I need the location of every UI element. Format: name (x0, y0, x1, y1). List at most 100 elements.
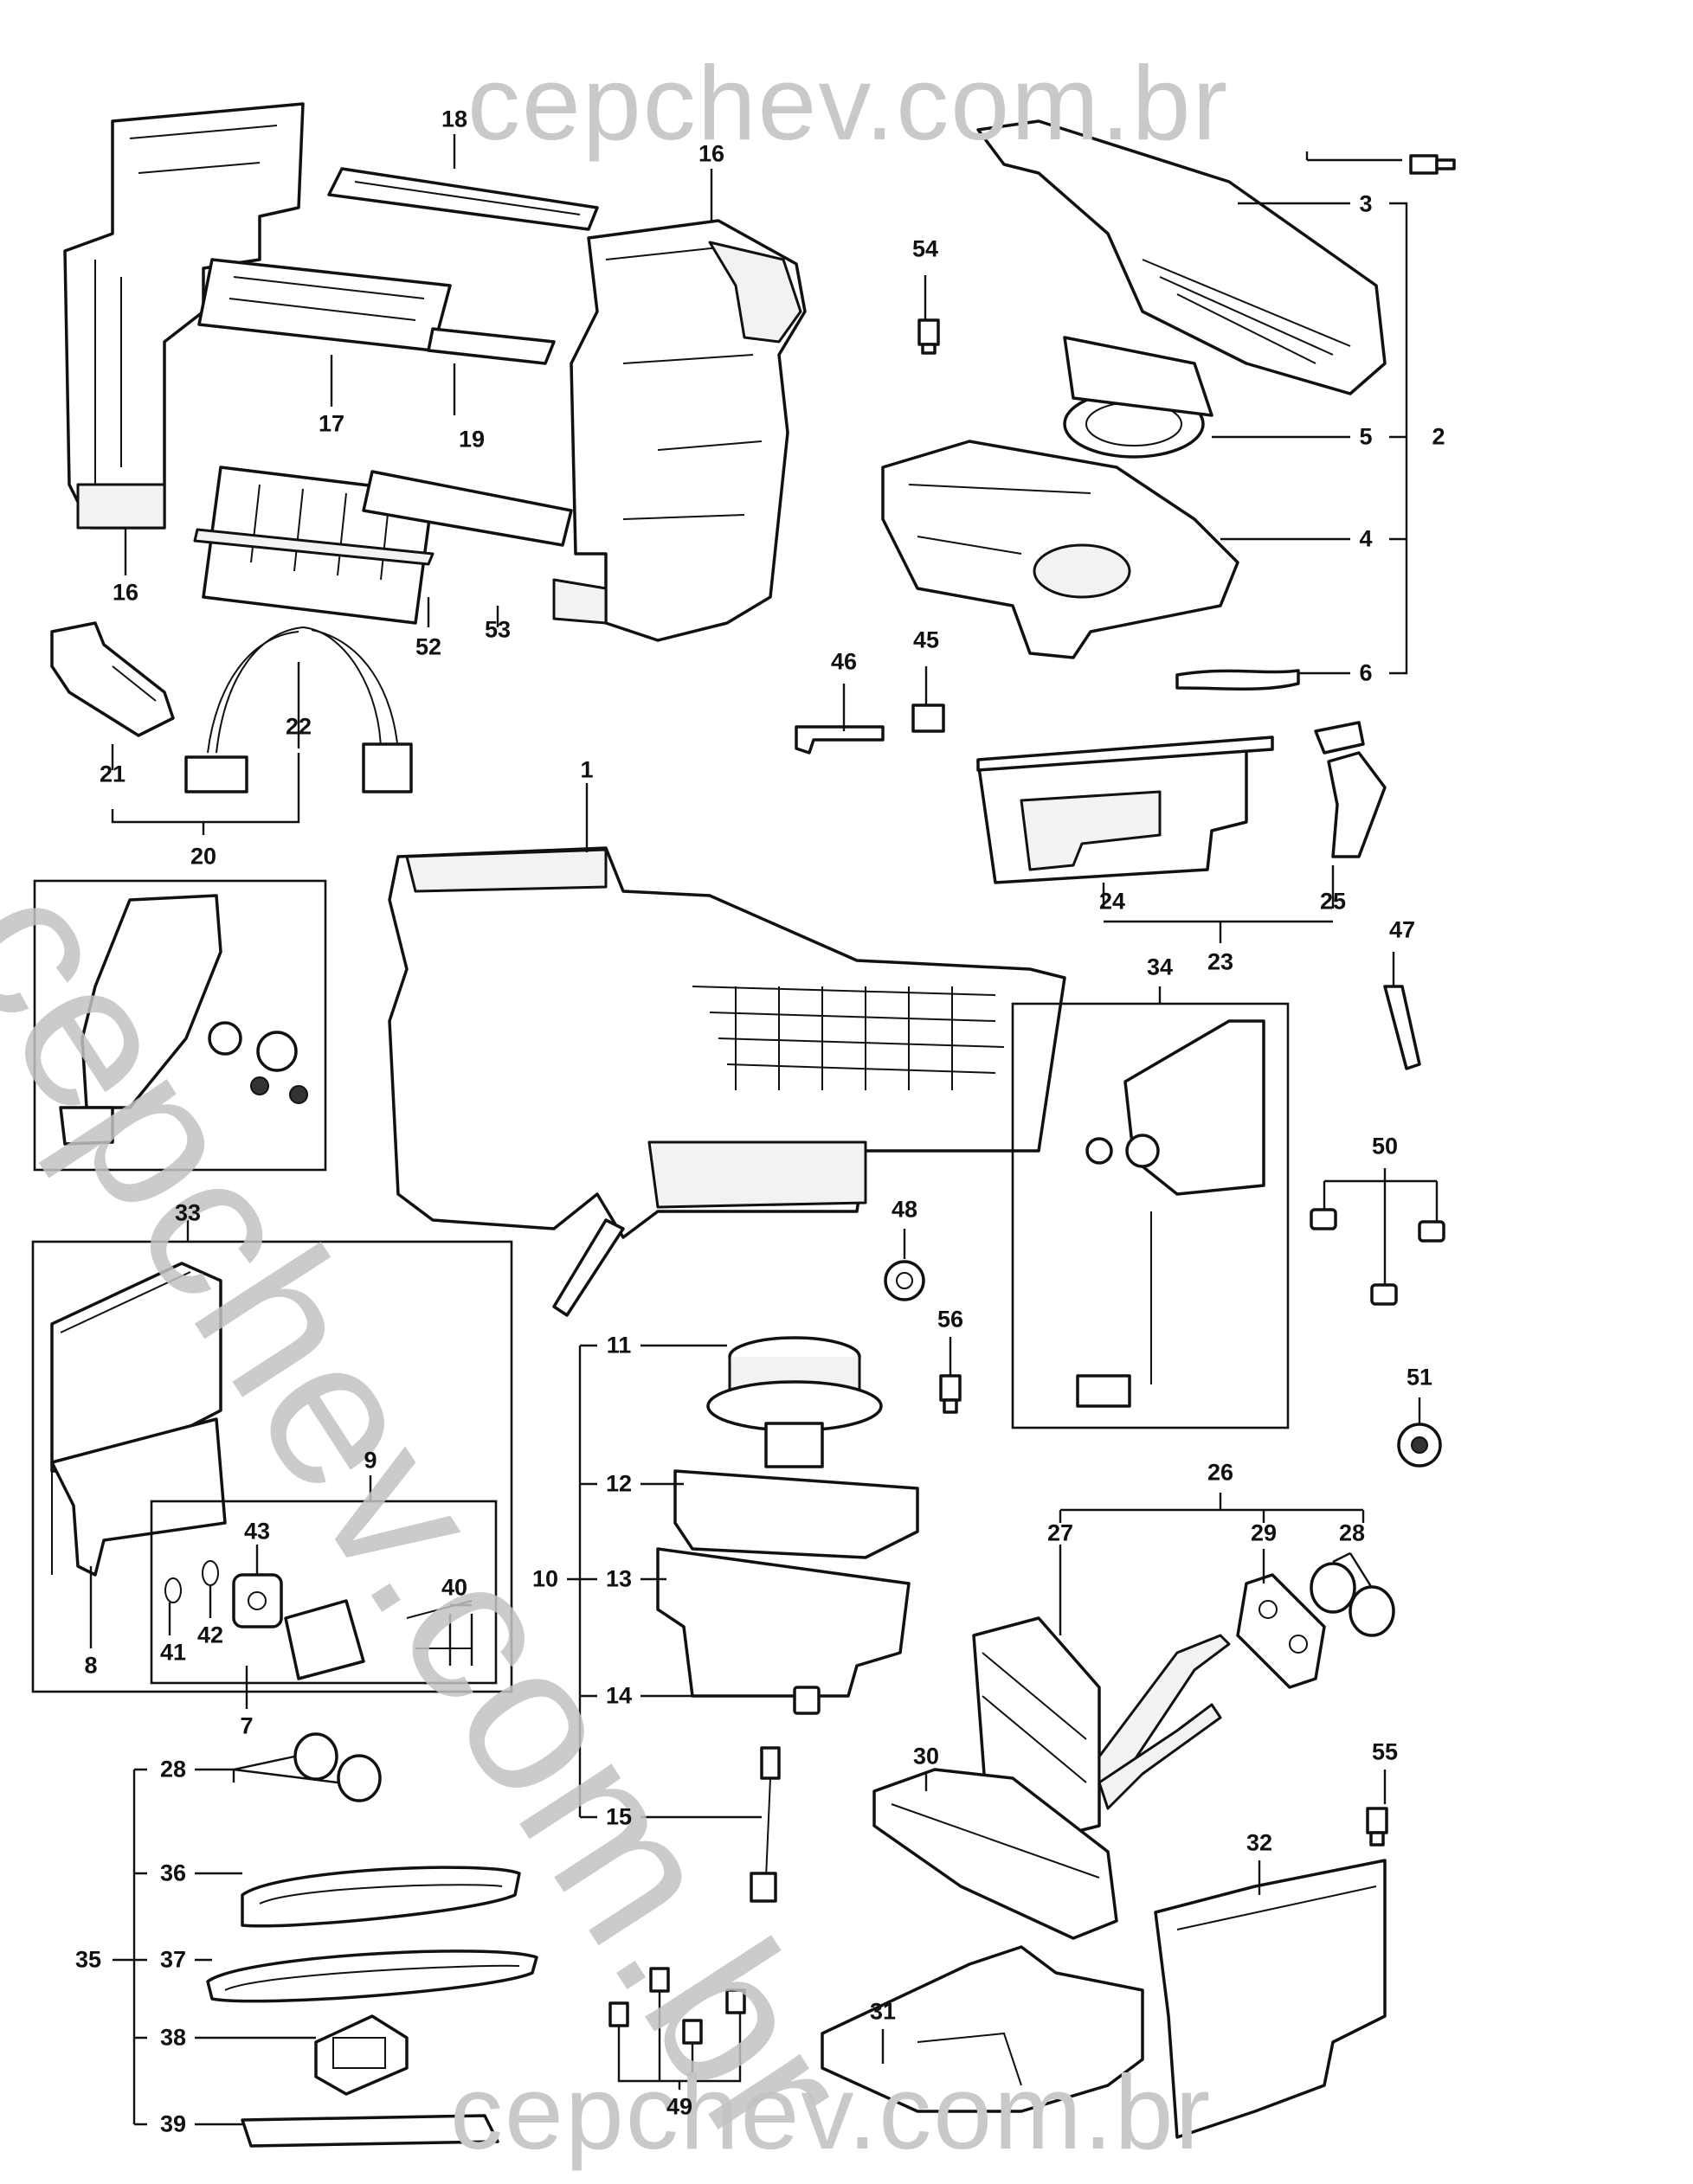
leader-lines (89, 134, 1439, 2126)
part-label-25: 25 (1319, 888, 1347, 915)
part-label-14: 14 (605, 1682, 633, 1709)
sensor-part-21 (50, 621, 175, 737)
washer-part-48 (884, 1260, 925, 1301)
part-label-32: 32 (1246, 1829, 1273, 1856)
part-label-50: 50 (1371, 1133, 1399, 1159)
part-label-24: 24 (1098, 888, 1126, 915)
part-label-36: 36 (159, 1860, 187, 1886)
clip-part-45 (911, 703, 945, 733)
part-label-1: 1 (580, 756, 594, 783)
part-label-49: 49 (666, 2093, 693, 2120)
valve-part-40 (284, 1599, 473, 1680)
part-label-8: 8 (84, 1652, 98, 1679)
part-label-2: 2 (1432, 423, 1445, 450)
part-label-15: 15 (605, 1803, 633, 1830)
grommets-part-28 (293, 1562, 1395, 1802)
part-label-27: 27 (1046, 1519, 1074, 1546)
actuator-part-25 (1314, 721, 1387, 858)
part-label-46: 46 (830, 648, 858, 675)
strip-part-19 (427, 327, 556, 365)
part-label-4: 4 (1359, 525, 1373, 552)
filter-part-18 (327, 167, 599, 231)
part-label-37: 37 (159, 1946, 187, 1973)
actuator-part-34 (1076, 1019, 1265, 1408)
gasket-part-29 (1236, 1573, 1326, 1689)
part-label-7: 7 (240, 1712, 254, 1739)
part-label-13: 13 (605, 1565, 633, 1592)
part-label-19: 19 (458, 426, 486, 453)
part-label-39: 39 (159, 2110, 187, 2137)
part-label-23: 23 (1207, 948, 1234, 975)
box-part-33 (33, 879, 327, 1172)
part-label-30: 30 (912, 1743, 940, 1770)
part-label-9: 9 (364, 1447, 377, 1474)
housing-left-half (63, 102, 305, 530)
resistor-part-15 (750, 1746, 781, 1903)
part-label-29: 29 (1250, 1519, 1278, 1546)
part-label-56: 56 (937, 1306, 964, 1333)
fitting-part-46 (795, 725, 885, 755)
part-label-17: 17 (318, 410, 345, 437)
part-label-6: 6 (1359, 659, 1373, 686)
screw-top-right (1409, 154, 1456, 175)
part-label-40: 40 (441, 1574, 468, 1601)
part-label-52: 52 (415, 633, 442, 660)
part-label-16-left: 16 (112, 579, 139, 606)
part-label-45: 45 (912, 626, 940, 653)
part-label-42: 42 (196, 1622, 224, 1648)
blower-lower-case-part-4 (881, 440, 1239, 659)
blower-upper-case (976, 119, 1387, 395)
seal-part-37 (206, 1950, 538, 2003)
part-label-34: 34 (1146, 954, 1174, 980)
box-part-7 (31, 1240, 513, 1693)
part-label-3: 3 (1359, 190, 1373, 217)
cover-part-32 (1154, 1859, 1387, 2139)
cover-part-30 (872, 1768, 1118, 1940)
part-label-35: 35 (74, 1946, 102, 1973)
part-label-48: 48 (891, 1196, 918, 1223)
housing-right-half (552, 219, 807, 642)
harness-part-22 (184, 626, 413, 793)
seal-part-36 (241, 1866, 521, 1928)
part-label-47: 47 (1388, 916, 1416, 943)
actuator-part-33 (59, 894, 308, 1146)
part-label-54: 54 (911, 235, 939, 262)
case-part-13 (656, 1547, 911, 1698)
watermark-top: cepchev.com.br (467, 44, 1230, 162)
cover-part-31 (821, 1945, 1144, 2113)
fasteners-part-50 (1310, 1208, 1445, 1306)
box-part-34 (1011, 1002, 1290, 1429)
part-label-28-right: 28 (1338, 1519, 1366, 1546)
part-label-43: 43 (243, 1518, 271, 1545)
part-label-31: 31 (869, 1998, 897, 2025)
part-label-22: 22 (285, 713, 312, 740)
part-label-26: 26 (1207, 1459, 1234, 1486)
screw-part-54 (917, 318, 940, 355)
blower-ring-part-5 (1063, 336, 1213, 459)
part-label-28-left: 28 (159, 1756, 187, 1783)
part-label-5: 5 (1359, 423, 1373, 450)
part-label-20: 20 (190, 843, 217, 870)
part-label-33: 33 (174, 1199, 202, 1226)
seal-part-39 (241, 2114, 499, 2148)
door-part-53 (362, 470, 573, 547)
bracket-part-47 (1383, 985, 1421, 1070)
part-label-41: 41 (159, 1639, 187, 1666)
evaporator-part-8 (50, 1262, 227, 1577)
seal-part-43 (232, 1573, 283, 1628)
filter-part-17 (197, 258, 452, 352)
part-label-38: 38 (159, 2024, 187, 2051)
gasket-part-38 (314, 2014, 409, 2096)
watermark-bottom: cepchev.com.br (450, 2053, 1213, 2171)
filter-part-24 (976, 735, 1274, 884)
box-part-9 (150, 1500, 498, 1685)
part-label-53: 53 (484, 616, 512, 643)
scroll-part-12 (673, 1469, 919, 1559)
part-label-11: 11 (606, 1332, 632, 1359)
screw-part-56 (939, 1374, 962, 1414)
clip-part-14 (793, 1686, 821, 1715)
part-label-10: 10 (531, 1565, 559, 1592)
main-case-part-1 (388, 846, 1066, 1317)
